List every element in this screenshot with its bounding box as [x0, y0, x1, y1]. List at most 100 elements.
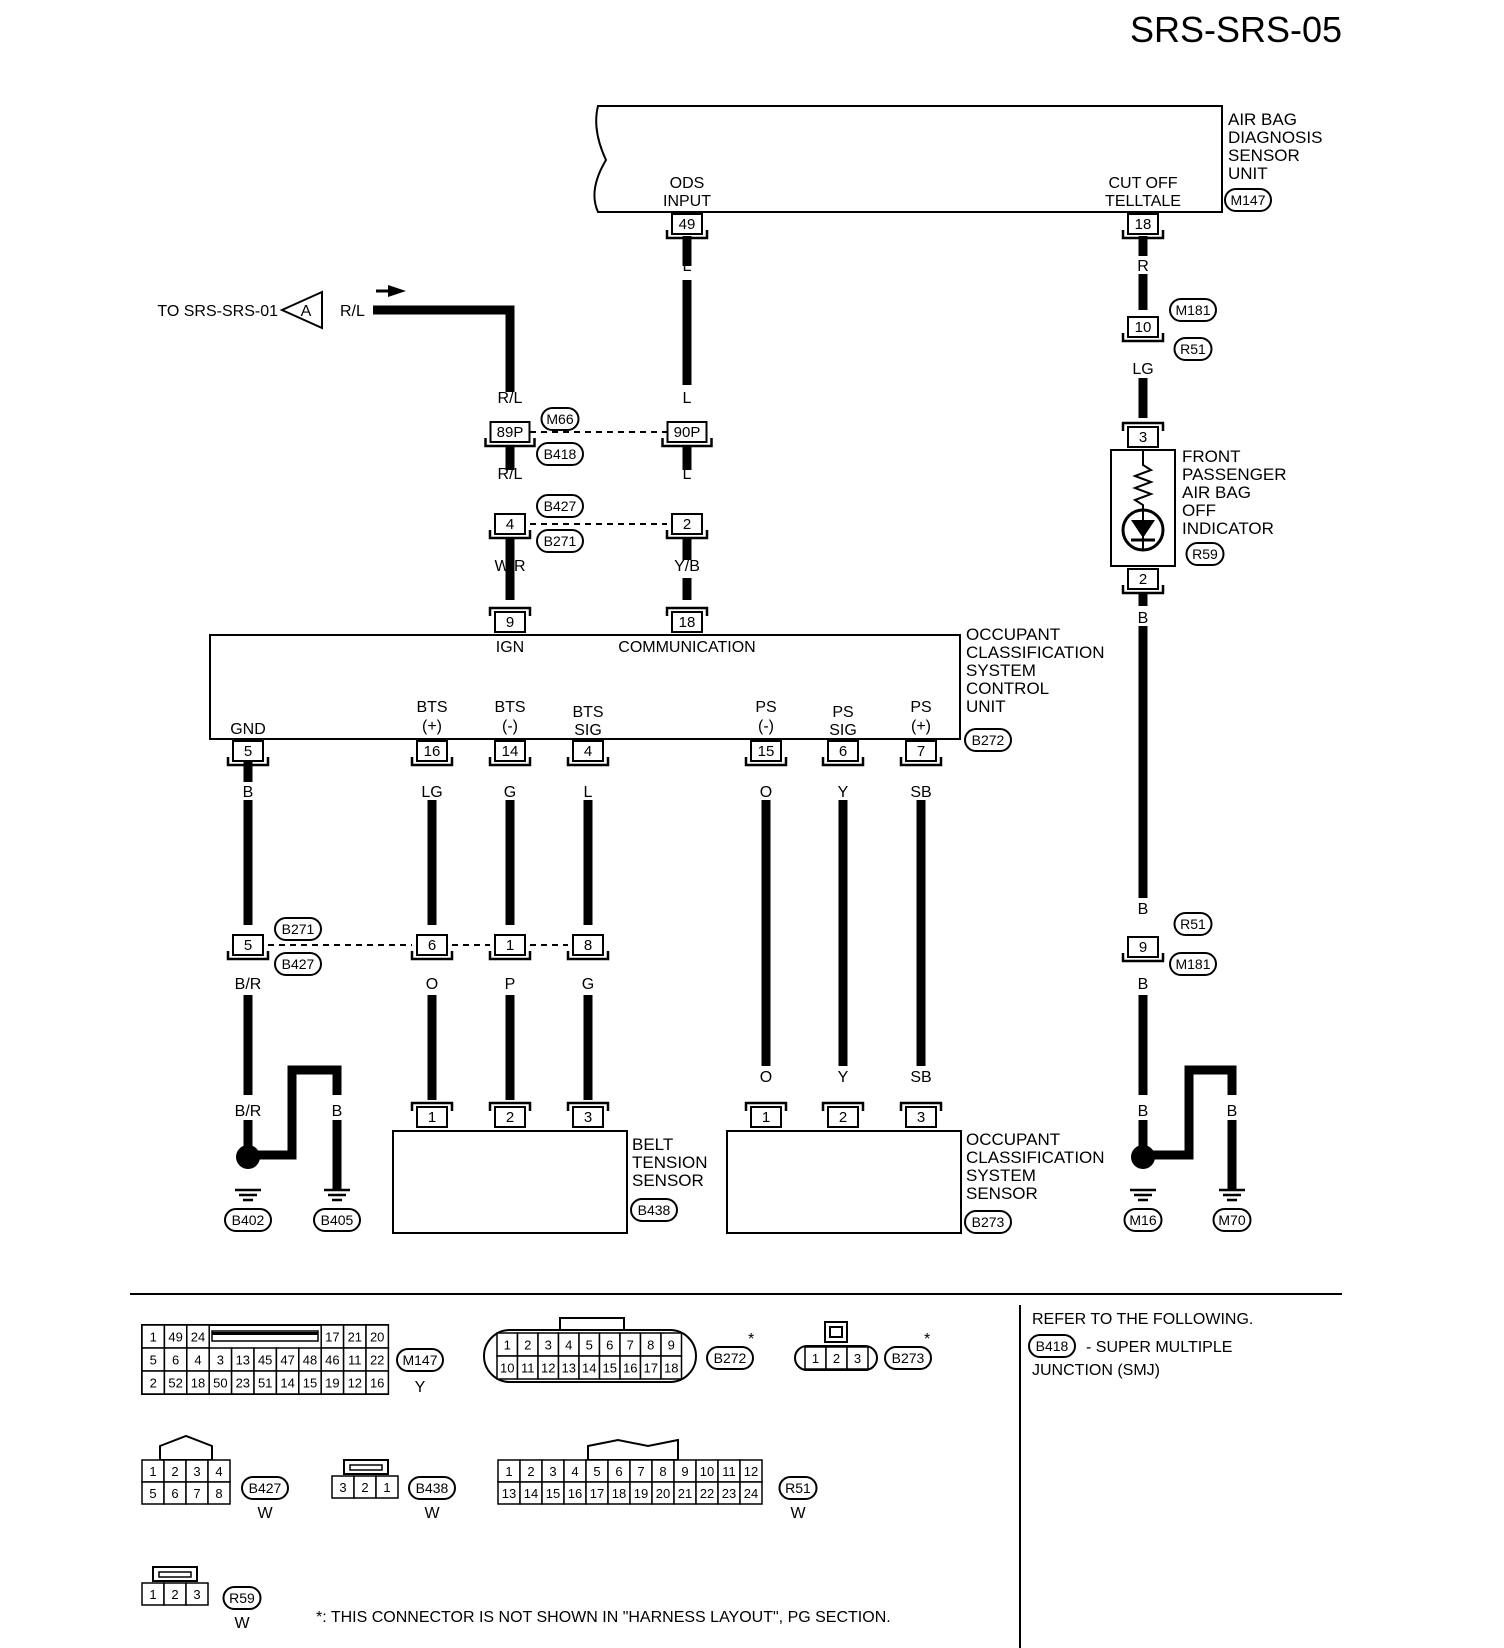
- svg-text:R51: R51: [1180, 916, 1206, 932]
- svg-text:14: 14: [502, 743, 519, 760]
- cavity-number: 6: [606, 1338, 613, 1353]
- svg-text:BTS(+): BTS(+): [416, 699, 447, 735]
- svg-text:B271: B271: [282, 921, 315, 937]
- cavity-number: 4: [571, 1464, 578, 1479]
- svg-text:COMMUNICATION: COMMUNICATION: [618, 639, 755, 656]
- connector-id: B272: [706, 1346, 754, 1370]
- svg-text:B: B: [1184, 1103, 1195, 1120]
- connector-pin: 1: [488, 934, 532, 961]
- cavity-number: 10: [700, 1464, 714, 1479]
- cavity-number: 8: [647, 1338, 654, 1353]
- connector-pin: 9: [1121, 936, 1165, 963]
- svg-text:15: 15: [758, 743, 775, 760]
- cavity-number: 4: [215, 1464, 222, 1479]
- svg-text:L: L: [584, 784, 593, 801]
- svg-text:M70: M70: [1218, 1212, 1245, 1228]
- connector-id: B427: [274, 952, 322, 976]
- connector-id: B271: [536, 529, 584, 553]
- svg-text:B/R: B/R: [235, 976, 262, 993]
- svg-text:B: B: [1227, 1103, 1238, 1120]
- ground-icon: [235, 1188, 261, 1202]
- cavity-number: 14: [280, 1376, 294, 1391]
- svg-text:BTS(-): BTS(-): [494, 699, 525, 735]
- connector-id: M147: [396, 1348, 444, 1372]
- svg-text:8: 8: [584, 937, 592, 954]
- offpage-triangle-icon: [279, 290, 323, 330]
- cavity-number: 3: [193, 1587, 200, 1602]
- svg-text:B273: B273: [972, 1214, 1005, 1230]
- cavity-number: 5: [149, 1486, 156, 1501]
- connector-pin: 15: [744, 740, 788, 767]
- svg-text:JUNCTION (SMJ): JUNCTION (SMJ): [1032, 1362, 1160, 1379]
- svg-text:SB: SB: [910, 1069, 931, 1086]
- ground-icon: [324, 1188, 350, 1202]
- cavity-number: 20: [370, 1330, 384, 1345]
- cavity-number: 47: [280, 1353, 294, 1368]
- cavity-number: 15: [603, 1361, 617, 1376]
- svg-text:G: G: [582, 976, 594, 993]
- junction-m181-r51: 10 M181 R51: [1121, 298, 1217, 361]
- connector-pin: 2: [665, 513, 709, 540]
- connector-id: B427: [241, 1476, 289, 1500]
- cavity-number: 21: [348, 1330, 362, 1345]
- connector-pin: 2: [821, 1101, 865, 1128]
- offpage-wire-color: R/L: [340, 303, 365, 320]
- cavity-number: 24: [191, 1330, 205, 1345]
- connector-pin: 9: [488, 606, 532, 633]
- connector-pin: 4: [566, 740, 610, 767]
- ground-icon: [1219, 1188, 1245, 1202]
- svg-text:B272: B272: [972, 732, 1005, 748]
- connector-id: M16: [1123, 1208, 1163, 1232]
- arrow-head-icon: [388, 285, 406, 297]
- cavity-number: 4: [194, 1353, 201, 1368]
- svg-text:B438: B438: [638, 1202, 671, 1218]
- svg-text:6: 6: [839, 743, 847, 760]
- offpage-text: TO SRS-SRS-01: [157, 303, 278, 320]
- cavity-number: 13: [502, 1486, 516, 1501]
- connector-pin: 2: [488, 1101, 532, 1128]
- svg-text:90P: 90P: [674, 424, 701, 441]
- cavity-number: 13: [236, 1353, 250, 1368]
- connector-pin: 2: [1121, 568, 1165, 595]
- svg-text:R59: R59: [229, 1590, 255, 1606]
- connector-pin: 16: [410, 740, 454, 767]
- svg-text:Y/B: Y/B: [674, 558, 700, 575]
- svg-text:LG: LG: [1132, 361, 1153, 378]
- cavity-number: 16: [623, 1361, 637, 1376]
- cavity-number: 4: [565, 1338, 572, 1353]
- connector-pin: 3: [899, 1101, 943, 1128]
- junction-m66-b418: 89P 90P M66 B418: [484, 407, 713, 466]
- wire-gnd-branch: [248, 1065, 342, 1160]
- svg-text:5: 5: [244, 743, 252, 760]
- svg-text:PS(+): PS(+): [910, 699, 931, 735]
- svg-text:R59: R59: [1192, 546, 1218, 562]
- splice-dot-icon: [236, 1145, 260, 1169]
- svg-text:G: G: [504, 784, 516, 801]
- cavity-number: 2: [524, 1338, 531, 1353]
- svg-text:P: P: [505, 976, 516, 993]
- cavity-number: 1: [149, 1587, 156, 1602]
- svg-text:B427: B427: [249, 1480, 282, 1496]
- svg-text:2: 2: [839, 1109, 847, 1126]
- svg-text:*: *: [924, 1331, 930, 1348]
- cavity-number: 49: [168, 1330, 182, 1345]
- cavity-number: 23: [236, 1376, 250, 1391]
- svg-text:B/R: B/R: [235, 1103, 262, 1120]
- svg-text:M181: M181: [1175, 956, 1210, 972]
- cavity-number: 10: [500, 1361, 514, 1376]
- footnote: *: THIS CONNECTOR IS NOT SHOWN IN "HARNE…: [316, 1609, 891, 1626]
- svg-text:B: B: [1138, 610, 1149, 627]
- svg-text:B: B: [332, 1103, 343, 1120]
- cavity-number: 18: [612, 1486, 626, 1501]
- svg-text:R51: R51: [785, 1480, 811, 1496]
